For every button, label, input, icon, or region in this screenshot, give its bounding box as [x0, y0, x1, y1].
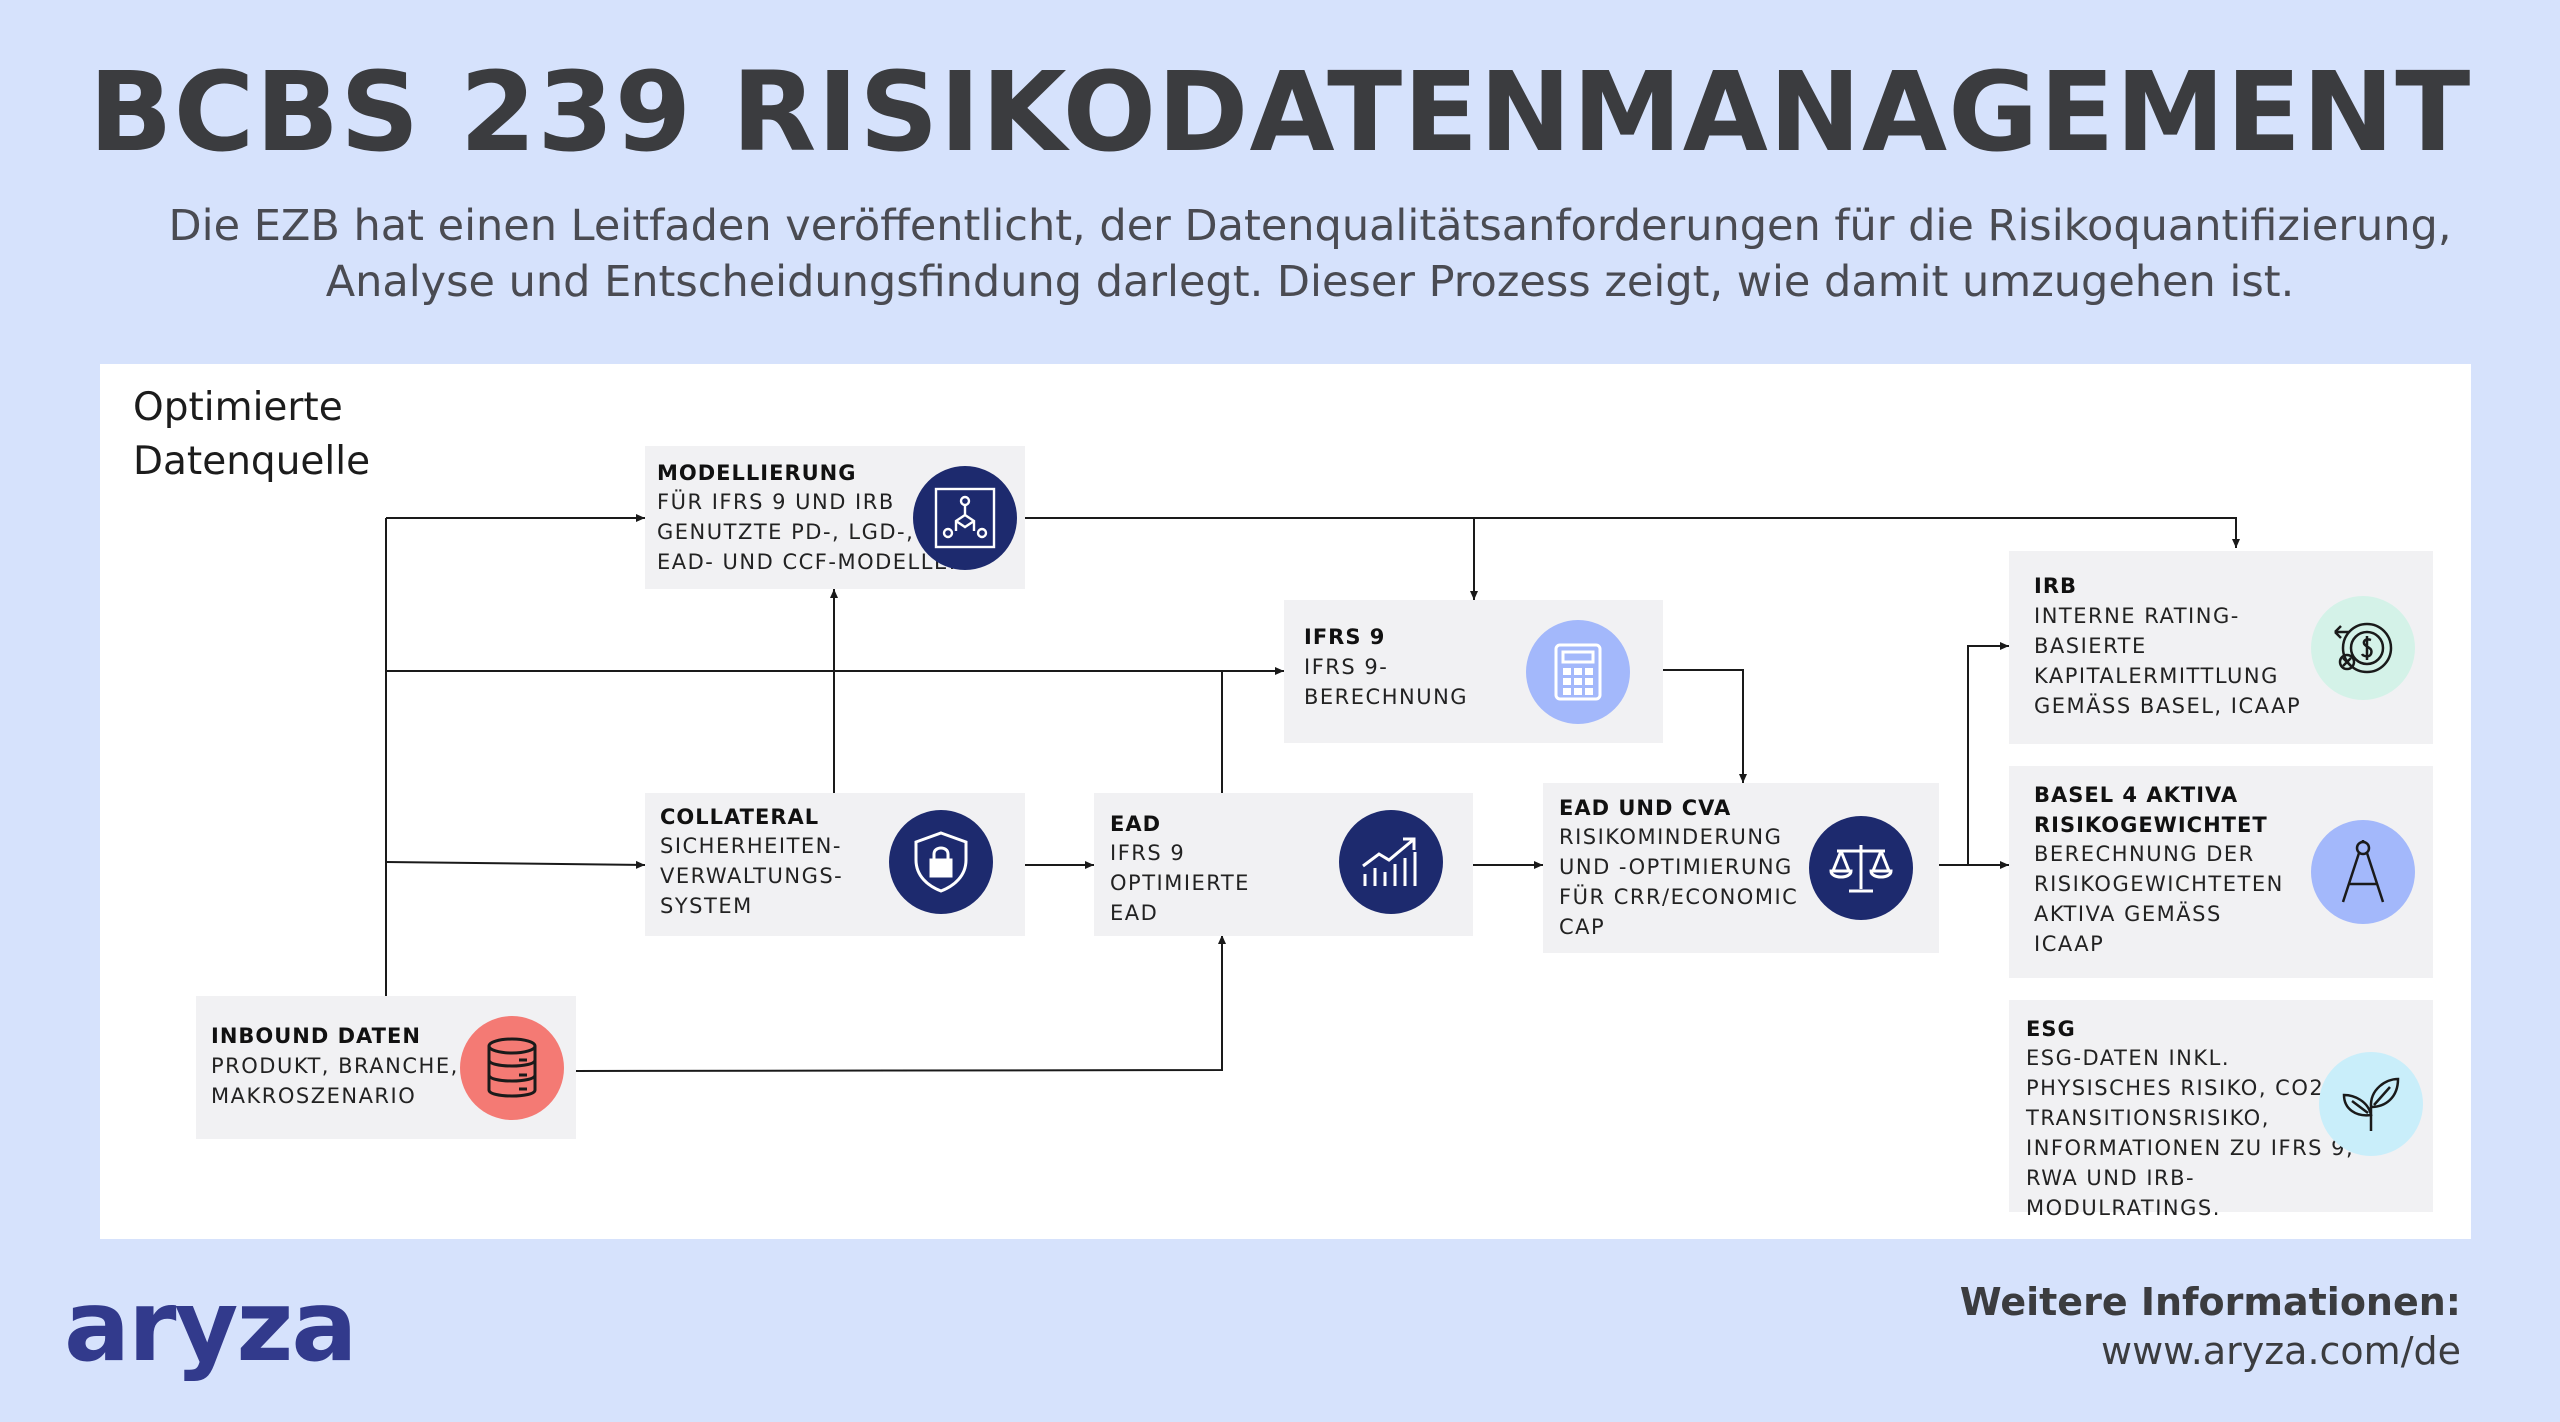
node-esg: ESG ESG-DATEN INKL. PHYSISCHES RISIKO, C…	[2009, 1000, 2433, 1220]
trunk-to-collateral	[385, 860, 646, 869]
node-ifrs9-text: IFRS 9- BERECHNUNG	[1304, 655, 1469, 709]
growth-chart-icon	[1339, 810, 1443, 914]
node-basel4: BASEL 4 AKTIVA RISIKOGEWICHTET BERECHNUN…	[2009, 766, 2433, 978]
node-modellierung-text: FÜR IFRS 9 UND IRB GENUTZTE PD-, LGD-, E…	[657, 490, 957, 574]
node-irb: IRB INTERNE RATING- BASIERTE KAPITALERMI…	[2009, 551, 2433, 744]
more-info-title: Weitere Informationen:	[1959, 1280, 2461, 1324]
node-ead-cva: EAD UND CVA RISIKOMINDERUNG UND -OPTIMIE…	[1543, 783, 1939, 953]
node-basel4-text: BERECHNUNG DER RISIKOGEWICHTETEN AKTIVA …	[2034, 842, 2284, 956]
network-icon	[913, 466, 1017, 570]
node-inbound-text: PRODUKT, BRANCHE, MAKROSZENARIO	[211, 1054, 459, 1108]
scales-icon	[1809, 816, 1913, 920]
database-icon	[460, 1016, 564, 1120]
node-esg-text: ESG-DATEN INKL. PHYSISCHES RISIKO, CO2, …	[2026, 1046, 2353, 1220]
page-subtitle: Die EZB hat einen Leitfaden veröffentlic…	[150, 198, 2470, 310]
node-ead-title: EAD	[1110, 812, 1162, 836]
node-ifrs9-title: IFRS 9	[1304, 625, 1386, 649]
node-collateral-title: COLLATERAL	[660, 805, 820, 829]
node-inbound-title: INBOUND DATEN	[211, 1024, 421, 1048]
node-ead-cva-title: EAD UND CVA	[1559, 796, 1732, 820]
modellierung-line	[1025, 517, 2240, 548]
node-ead: EAD IFRS 9 OPTIMIERTE EAD	[1094, 793, 1473, 936]
page-title: BCBS 239 RISIKODATENMANAGEMENT	[88, 48, 2472, 176]
subtitle-line-1: Die EZB hat einen Leitfaden veröffentlic…	[168, 201, 2452, 251]
node-collateral: COLLATERAL SICHERHEITEN- VERWALTUNGS- SY…	[645, 793, 1025, 936]
source-label-line-2: Datenquelle	[133, 439, 371, 484]
node-modellierung-title: MODELLIERUNG	[657, 461, 857, 485]
node-esg-title: ESG	[2026, 1017, 2076, 1041]
subtitle-line-2: Analyse und Entscheidungsfindung darlegt…	[325, 257, 2295, 307]
source-label-line-1: Optimierte	[133, 385, 343, 430]
node-modellierung: MODELLIERUNG FÜR IFRS 9 UND IRB GENUTZTE…	[645, 446, 1025, 589]
node-ead-cva-text: RISIKOMINDERUNG UND -OPTIMIERUNG FÜR CRR…	[1559, 825, 1799, 939]
ifrs9-to-eadcva	[1663, 669, 1747, 783]
node-collateral-text: SICHERHEITEN- VERWALTUNGS- SYSTEM	[660, 834, 844, 918]
node-inbound: INBOUND DATEN PRODUKT, BRANCHE, MAKROSZE…	[196, 996, 576, 1139]
inbound-to-ead	[575, 935, 1226, 1072]
shield-lock-icon	[889, 810, 993, 914]
node-ead-text: IFRS 9 OPTIMIERTE EAD	[1110, 841, 1250, 925]
calculator-icon	[1526, 620, 1630, 724]
source-label: Optimierte Datenquelle	[133, 381, 370, 489]
node-ifrs9: IFRS 9 IFRS 9- BERECHNUNG	[1284, 600, 1663, 743]
more-info-url[interactable]: www.aryza.com/de	[2101, 1329, 2461, 1373]
leaf-icon	[2319, 1052, 2423, 1156]
node-irb-title: IRB	[2034, 574, 2077, 598]
right-branch-up	[1967, 642, 2009, 865]
node-irb-text: INTERNE RATING- BASIERTE KAPITALERMITTLU…	[2034, 604, 2302, 718]
node-basel4-title: BASEL 4 AKTIVA RISIKOGEWICHTET	[2034, 783, 2268, 837]
aryza-logo: aryza	[64, 1270, 358, 1384]
compass-icon	[2311, 820, 2415, 924]
coin-cycle-icon	[2311, 596, 2415, 700]
